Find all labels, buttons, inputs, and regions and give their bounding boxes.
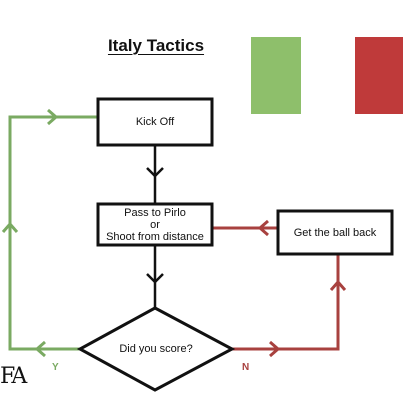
no-path-arrow-left [257,219,269,237]
yes-path-arrow-right [47,108,59,126]
pass-to-pirlo-line-3: Shoot from distance [106,230,204,243]
kick-off-text: Kick Off [135,116,175,128]
flag-red-block [355,37,403,114]
yes-path-arrow-up [1,221,19,233]
arrowhead-kickoff-to-pass [146,167,164,178]
page-title: Italy Tactics [107,36,205,55]
no-path-line [232,254,340,351]
signature-mark: FA [0,364,27,389]
pass-to-pirlo-line-1: Pass to Pirlo [124,206,186,219]
pass-to-pirlo-box [96,202,214,247]
no-path-arrow-right [269,340,281,358]
did-you-score-label: Did you score? [100,340,212,358]
get-ball-back-box [276,209,394,256]
yes-path-arrow-left [34,340,46,358]
did-you-score-text: Did you score? [119,343,193,355]
flag-green-block [251,37,301,114]
get-ball-back-label: Get the ball back [278,211,392,254]
yes-label: Y [52,362,59,373]
pass-to-pirlo-label: Pass to Pirlo or Shoot from distance [98,204,212,245]
yes-path-line [8,115,98,351]
yes-path [1,108,98,358]
kick-off-label: Kick Off [98,99,212,145]
kick-off-box [96,97,214,147]
no-path-arrow-up [329,279,347,291]
no-label: N [242,362,250,373]
pass-to-pirlo-line-2: or [150,218,160,231]
flow-connectors [146,145,164,308]
get-ball-back-text: Get the ball back [293,226,377,239]
did-you-score-diamond [76,306,236,392]
arrowhead-pass-to-decision [146,273,164,284]
no-path [212,219,347,358]
